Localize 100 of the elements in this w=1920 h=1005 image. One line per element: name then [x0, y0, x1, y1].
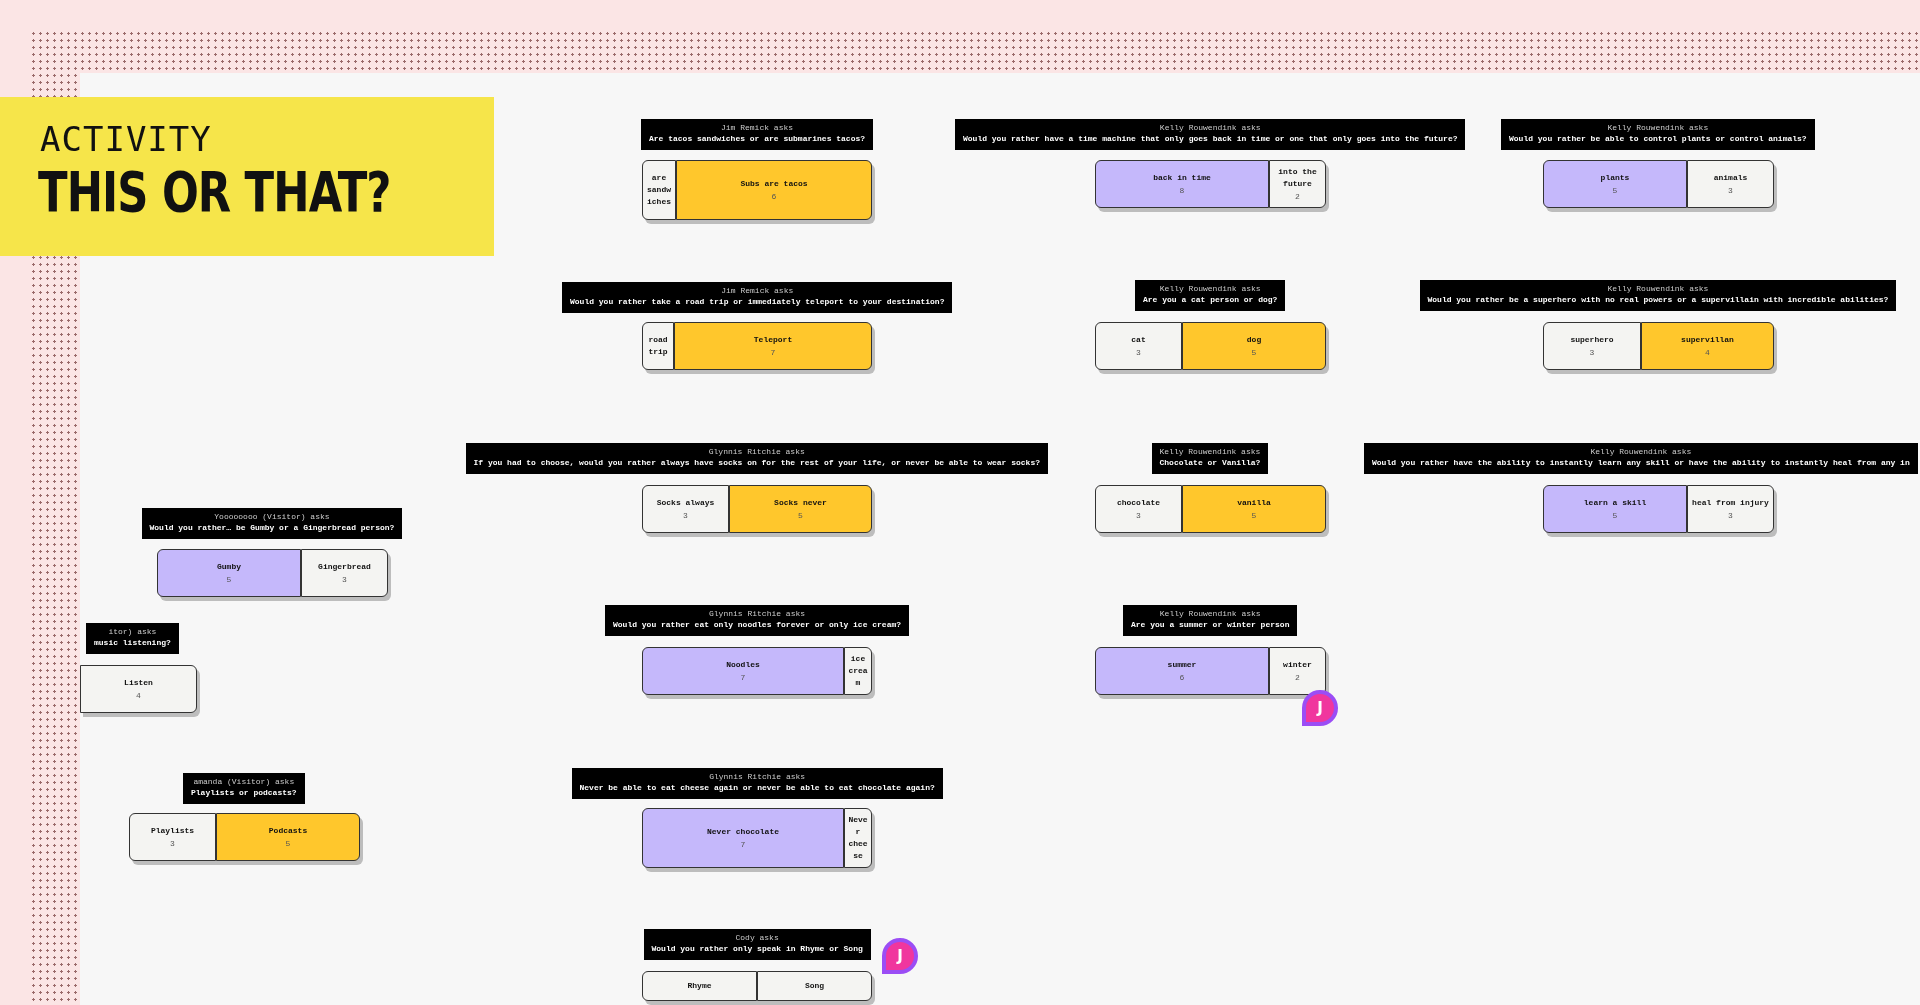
vote-count: 4	[136, 689, 141, 702]
vote-count: 5	[798, 509, 803, 522]
option-label: cat	[1131, 333, 1146, 346]
asker-label: Cody asks	[734, 932, 780, 943]
vote-count: 3	[1728, 509, 1733, 522]
question-text: Would you rather eat only noodles forever or only ice cream?	[613, 619, 902, 631]
vote-count: 5	[1251, 346, 1257, 359]
question-header	[1364, 443, 1918, 474]
question-text: Would you rather be able to control plants or control animals?	[1509, 133, 1807, 145]
asker-label: Glynnis Ritchie asks	[708, 771, 807, 782]
vote-count: 7	[740, 671, 746, 684]
vote-count: 3	[170, 837, 175, 850]
option-label: Never cheese	[848, 814, 868, 862]
vote-count: 3	[1589, 346, 1595, 359]
option-label: are sandwiches	[646, 172, 672, 208]
option-label: Playlists	[150, 824, 195, 837]
avatar-badge: J	[882, 938, 918, 974]
question-header	[562, 282, 953, 313]
vote-count: 6	[771, 190, 777, 203]
vote-count: 5	[1251, 509, 1257, 522]
option-label: Teleport	[753, 333, 793, 346]
vote-count: 5	[1612, 509, 1618, 522]
question-header	[1135, 280, 1286, 311]
vote-count: 3	[1136, 509, 1141, 522]
question-header	[86, 623, 179, 654]
question-text: If you had to choose, would you rather always have socks on for the rest of your life, or never be able to wear socks?	[473, 457, 1040, 469]
avatar-badge: J	[1302, 690, 1338, 726]
asker-label: Kelly Rouwendink asks	[1606, 122, 1710, 133]
option-label: Listen	[124, 676, 153, 689]
asker-label: Jim Remick asks	[720, 122, 795, 133]
question-text: Would you rather only speak in Rhyme or Song	[651, 943, 863, 955]
question-header	[1501, 119, 1815, 150]
asker-label: Kelly Rouwendink asks	[1606, 283, 1710, 294]
option-label: Rhyme	[687, 980, 712, 992]
asker-label: Jim Remick asks	[720, 285, 795, 296]
option-label: vanilla	[1237, 496, 1271, 509]
option-label: Noodles	[726, 658, 760, 671]
vote-count: 7	[740, 838, 746, 851]
vote-count: 6	[1179, 671, 1185, 684]
question-text: Never be able to eat cheese again or never be able to eat chocolate again?	[579, 782, 935, 794]
vote-count: 5	[1612, 184, 1618, 197]
question-header	[571, 768, 943, 799]
asker-label: Kelly Rouwendink asks	[1158, 608, 1262, 619]
asker-label: Kelly Rouwendink asks	[1589, 446, 1693, 457]
question-header	[641, 119, 874, 150]
option-label: Never chocolate	[707, 825, 779, 838]
question-text: Would you rather be a superhero with no real powers or a supervillain with incredible abilities?	[1427, 294, 1889, 306]
asker-label: itor) asks	[107, 626, 158, 637]
option-label: Subs are tacos	[740, 177, 808, 190]
option-label: ice cream	[848, 653, 868, 689]
asker-label: Glynnis Ritchie asks	[707, 446, 806, 457]
asker-label: Kelly Rouwendink asks	[1159, 446, 1261, 457]
question-header	[643, 929, 871, 960]
asker-label: Kelly Rouwendink asks	[1158, 283, 1262, 294]
vote-count: 4	[1705, 346, 1710, 359]
option-label: Socks never	[774, 496, 827, 509]
vote-count: 3	[1728, 184, 1733, 197]
option-label: learn a skill	[1583, 496, 1647, 509]
asker-label: Yoooooooo (Visitor) asks	[213, 511, 331, 522]
option-label: superhero	[1570, 333, 1614, 346]
question-header	[1419, 280, 1897, 311]
question-header	[465, 443, 1048, 474]
title-text: THIS OR THAT?	[38, 159, 391, 224]
option-label: Podcasts	[268, 824, 308, 837]
option-label: road trip	[647, 334, 669, 358]
question-text: Are you a summer or winter person	[1131, 619, 1290, 631]
question-header	[605, 605, 910, 636]
vote-count: 7	[770, 346, 776, 359]
question-header	[955, 119, 1466, 150]
question-text: Playlists or podcasts?	[191, 787, 297, 799]
vote-count: 8	[1179, 184, 1185, 197]
option-label: Gumby	[217, 560, 241, 573]
option-label: dog	[1246, 333, 1262, 346]
asker-label: Kelly Rouwendink asks	[1158, 122, 1262, 133]
vote-count: 2	[1295, 190, 1300, 203]
option-label: animals	[1713, 171, 1748, 184]
vote-count: 3	[342, 573, 347, 586]
asker-label: Glynnis Ritchie asks	[708, 608, 807, 619]
asker-label: amanda (Visitor) asks	[192, 776, 296, 787]
option-label: winter	[1283, 658, 1312, 671]
option-label: Socks always	[656, 496, 715, 509]
question-header	[141, 508, 403, 539]
vote-count: 5	[226, 573, 232, 586]
question-text: Would you rather take a road trip or immediately teleport to your destination?	[570, 296, 945, 308]
option-label: heal from injury	[1692, 496, 1769, 509]
question-text: music listening?	[94, 637, 171, 649]
question-header	[183, 773, 305, 804]
question-text: Would you rather have a time machine that only goes back in time or one that only goes into the future?	[963, 133, 1458, 145]
question-text: Would you rather… be Gumby or a Gingerbread person?	[149, 522, 395, 534]
question-text: Chocolate or Vanilla?	[1159, 457, 1261, 469]
question-header	[1151, 443, 1269, 474]
option-label: plants	[1600, 171, 1630, 184]
option-label: Gingerbread	[318, 560, 371, 573]
question-text: Are you a cat person or dog?	[1143, 294, 1278, 306]
option-label: chocolate	[1116, 496, 1161, 509]
question-text: Would you rather have the ability to instantly learn any skill or have the ability to instantly heal from any in	[1372, 457, 1910, 469]
vote-count: 2	[1295, 671, 1300, 684]
vote-count: 3	[683, 509, 688, 522]
activity-label: ACTIVITY	[40, 119, 212, 159]
vote-count: 3	[1136, 346, 1141, 359]
